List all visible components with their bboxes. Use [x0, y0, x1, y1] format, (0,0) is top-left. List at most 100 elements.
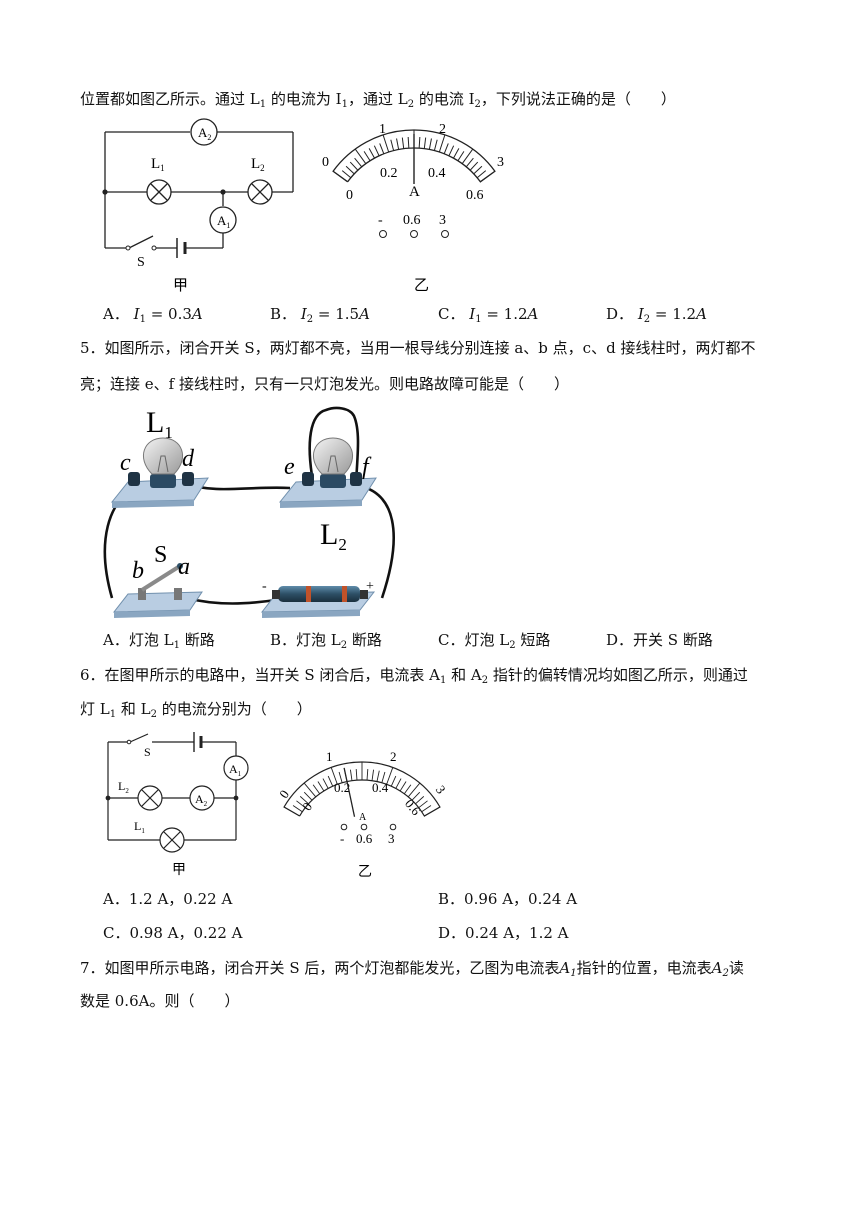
ammeter-a1-label: A1	[217, 213, 230, 230]
dial-tick	[368, 148, 375, 159]
dial-tick	[418, 800, 428, 809]
dial-tick	[473, 165, 483, 175]
dial-tick	[438, 134, 446, 153]
ammeter-a2-label: A2	[195, 792, 208, 808]
dial-tick	[349, 161, 359, 171]
q4-option-a[interactable]: A． I1 = 0.3A	[103, 305, 203, 325]
q6-ammeter-dial: 0 1 2 3 0 0.2 0.4 0.6 A - 0.6 3 乙	[276, 749, 449, 880]
battery-plus-label: +	[366, 579, 374, 594]
dial-tick	[443, 143, 449, 154]
dial-inner-label-0-2: 0.2	[380, 166, 398, 181]
dial-tick	[399, 781, 407, 792]
dial-tick	[428, 138, 432, 150]
terminal-d-label: d	[182, 446, 195, 472]
dial-tick	[322, 778, 329, 789]
dial-tick	[303, 791, 313, 801]
dial-tick	[327, 775, 334, 787]
dial-inner-label-0: 0	[346, 188, 353, 203]
q5-option-d[interactable]: D．开关 S 断路	[606, 631, 713, 649]
dial-tick	[433, 139, 438, 151]
dial-tick	[386, 767, 394, 785]
dial-tick	[303, 782, 317, 798]
dial-label-0: 0	[322, 155, 329, 170]
q5-physical-circuit: L1 L2 c d e f S b a - +	[103, 406, 395, 618]
q5-option-b[interactable]: B．灯泡 L2 断路	[270, 631, 382, 651]
dial-tick	[349, 769, 353, 781]
q4-ammeter-dial: 0 1 2 3 0 0.2 0.4 0.6 A - 0.6 3 乙	[322, 122, 504, 294]
dial-tick	[382, 134, 390, 153]
q6-option-d[interactable]: D．0.24 A，1.2 A	[438, 924, 569, 942]
dial-tick	[354, 148, 367, 164]
dial-tick	[312, 784, 321, 795]
ammeter-a2-label: A2	[198, 125, 211, 142]
dial-tick	[381, 771, 386, 783]
dial-tick	[345, 165, 355, 175]
dial-tick	[469, 161, 479, 171]
dial-tick	[407, 136, 410, 149]
dial-label-2: 2	[439, 122, 446, 137]
q6-option-a[interactable]: A．1.2 A，0.22 A	[103, 890, 233, 908]
dial-label-0: 0	[276, 787, 292, 801]
dial-tick	[341, 170, 352, 179]
dial-inner-label-0-2: 0.2	[334, 780, 350, 795]
lamp-l2-label: L2	[251, 156, 265, 173]
dial-label-2: 2	[390, 749, 397, 764]
dial-tick	[376, 770, 380, 782]
dial-label-1: 1	[379, 122, 386, 137]
dial-tick	[461, 148, 474, 164]
dial-tick	[424, 806, 441, 817]
switch-s-label: S	[154, 542, 167, 568]
l2-label: L2	[320, 518, 347, 554]
dial-tick	[354, 157, 363, 168]
dial-tick	[418, 136, 421, 149]
dial-tick	[379, 143, 385, 154]
terminal-minus: -	[378, 213, 383, 228]
dial-inner-label-0-4: 0.4	[372, 780, 389, 795]
q4-stem: 位置都如图乙所示。通过 L1 的电流为 I1，通过 L2 的电流 I2，下列说法…	[80, 90, 676, 110]
q4-option-c[interactable]: C． I1 = 1.2A	[438, 305, 539, 325]
terminal-0-6: 0.6	[403, 213, 421, 228]
terminal-0-6: 0.6	[356, 831, 373, 846]
dial-label-1: 1	[326, 749, 333, 764]
dial-tick	[373, 145, 380, 157]
dial-tick	[476, 170, 487, 179]
q5-stem-line1: 5．如图所示，闭合开关 S，两灯都不亮，当用一根导线分别连接 a、b 点，c、d…	[80, 339, 756, 357]
figure-caption-yi: 乙	[414, 278, 429, 294]
dial-tick	[299, 796, 309, 805]
l1-label: L1	[146, 406, 173, 442]
q6-circuit-diagram: S A1 A2 L2 L1 甲	[105, 732, 249, 878]
junction-dot	[102, 189, 108, 195]
dial-tick	[396, 138, 400, 150]
dial-inner-label-0-4: 0.4	[428, 166, 446, 181]
dial-tick	[296, 800, 306, 809]
q4-option-d[interactable]: D． I2 = 1.2A	[606, 305, 707, 325]
q6-option-b[interactable]: B．0.96 A，0.24 A	[438, 890, 578, 908]
lamp-l1-label: L1	[151, 156, 165, 173]
dial-tick	[448, 145, 455, 157]
q6-stem-line1: 6．在图甲所示的电路中，当开关 S 闭合后，电流表 A1 和 A2 指针的偏转情…	[80, 666, 748, 686]
dial-tick	[415, 796, 425, 805]
dial-tick	[317, 781, 325, 792]
dial-tick	[283, 806, 300, 817]
q4-circuit-diagram: A2 A1 L1 L2 S 甲	[102, 118, 294, 294]
q5-option-a[interactable]: A．灯泡 L1 断路	[103, 631, 215, 651]
dial-inner-label-0-6: 0.6	[466, 188, 484, 203]
point-b-label: b	[132, 558, 144, 584]
dial-tick	[465, 157, 474, 168]
q6-stem-line2: 灯 L1 和 L2 的电流分别为（ ）	[80, 700, 312, 720]
dial-tick	[292, 805, 303, 813]
battery-minus-label: -	[262, 579, 267, 594]
dial-unit: A	[359, 812, 367, 823]
dial-tick	[355, 769, 358, 781]
point-a-label: a	[178, 554, 190, 580]
dial-unit: A	[409, 184, 420, 200]
dial-needle	[343, 767, 356, 817]
q4-option-b[interactable]: B． I2 = 1.5A	[270, 305, 370, 325]
dial-tick	[401, 137, 405, 149]
dial-tick	[403, 784, 412, 795]
q6-option-c[interactable]: C．0.98 A，0.22 A	[103, 924, 243, 942]
dial-tick	[421, 805, 432, 813]
switch-s-label: S	[144, 745, 151, 759]
q5-option-c[interactable]: C．灯泡 L2 短路	[438, 631, 551, 651]
dial-tick	[453, 148, 460, 159]
